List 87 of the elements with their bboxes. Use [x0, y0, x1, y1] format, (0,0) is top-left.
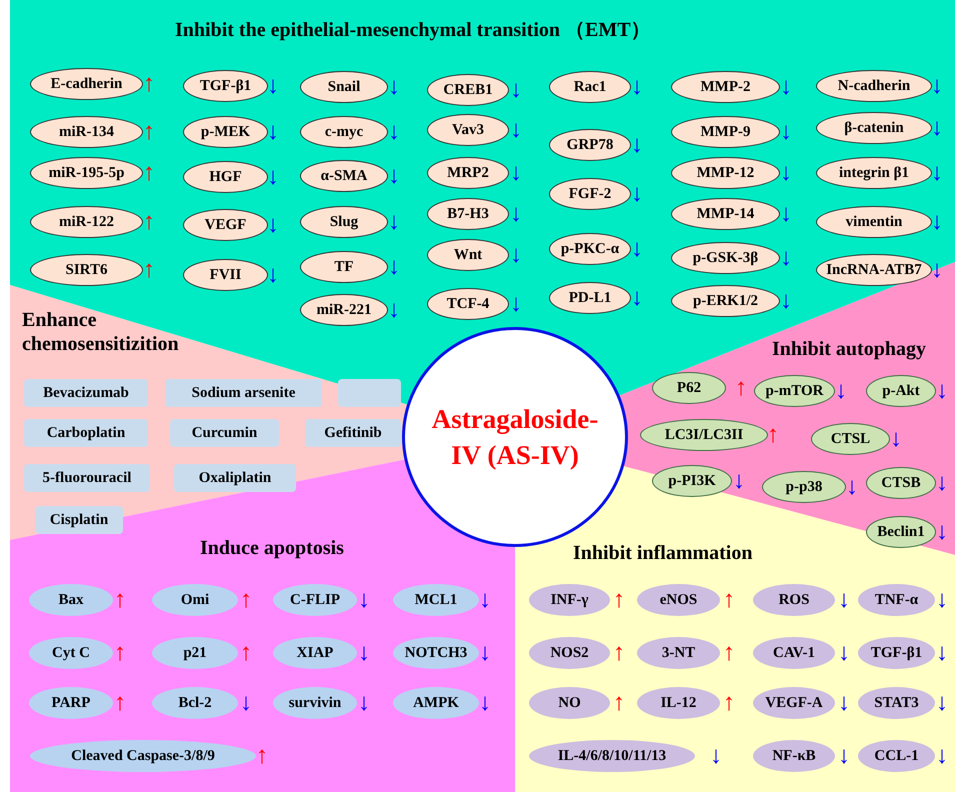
trend-indicator: ↑: [723, 586, 735, 614]
trend-indicator: ↓: [931, 208, 943, 236]
trend-indicator: ↓: [936, 689, 948, 717]
trend-indicator: ↓: [838, 586, 850, 614]
trend-indicator: ↓: [780, 287, 792, 315]
trend-indicator: ↑: [735, 374, 747, 402]
trend-indicator: ↓: [479, 639, 491, 667]
drug-tag: Cisplatin: [35, 506, 123, 534]
trend-indicator: ↓: [358, 586, 370, 614]
trend-indicator: ↓: [838, 639, 850, 667]
trend-indicator: ↓: [358, 639, 370, 667]
trend-indicator: ↓: [267, 118, 279, 146]
trend-indicator: ↓: [631, 235, 643, 263]
trend-indicator: ↓: [388, 208, 400, 236]
trend-indicator: ↑: [143, 70, 155, 98]
trend-indicator: ↓: [780, 73, 792, 101]
trend-indicator: ↓: [267, 72, 279, 100]
trend-indicator: ↑: [613, 586, 625, 614]
trend-indicator: ↓: [780, 118, 792, 146]
trend-indicator: ↓: [936, 518, 948, 546]
trend-indicator: ↓: [388, 253, 400, 281]
trend-indicator: ↑: [613, 639, 625, 667]
trend-indicator: ↓: [710, 742, 722, 770]
trend-indicator: ↓: [936, 377, 948, 405]
trend-indicator: ↑: [767, 421, 779, 449]
drug-tag: Oxaliplatin: [174, 464, 296, 492]
blank-tag: [338, 379, 401, 407]
trend-indicator: ↓: [931, 72, 943, 100]
trend-indicator: ↓: [267, 261, 279, 289]
sector-title: Induce apoptosis: [200, 536, 344, 560]
trend-indicator: ↑: [143, 118, 155, 146]
trend-indicator: ↓: [931, 114, 943, 142]
trend-indicator: ↓: [631, 131, 643, 159]
trend-indicator: ↓: [510, 116, 522, 144]
trend-indicator: ↑: [114, 639, 126, 667]
sector-title: Enhance chemosensitizition: [22, 308, 180, 356]
trend-indicator: ↓: [510, 76, 522, 104]
trend-indicator: ↑: [723, 639, 735, 667]
sector-title: Inhibit the epithelial-mesenchymal transition （EMT）: [175, 18, 651, 42]
drug-tag: Curcumin: [170, 419, 279, 447]
trend-indicator: ↑: [114, 689, 126, 717]
trend-indicator: ↑: [256, 742, 268, 770]
sector-title: Inhibit autophagy: [772, 337, 926, 361]
trend-indicator: ↓: [733, 467, 745, 495]
trend-indicator: ↓: [267, 211, 279, 239]
trend-indicator: ↓: [510, 241, 522, 269]
trend-indicator: ↓: [358, 689, 370, 717]
trend-indicator: ↑: [143, 208, 155, 236]
trend-indicator: ↑: [240, 639, 252, 667]
trend-indicator: ↓: [631, 73, 643, 101]
trend-indicator: ↓: [510, 200, 522, 228]
drug-tag: Bevacizumab: [24, 379, 148, 407]
trend-indicator: ↓: [510, 159, 522, 187]
trend-indicator: ↓: [780, 200, 792, 228]
trend-indicator: ↓: [631, 180, 643, 208]
trend-indicator: ↓: [780, 244, 792, 272]
trend-indicator: ↑: [240, 586, 252, 614]
trend-indicator: ↓: [267, 163, 279, 191]
trend-indicator: ↓: [936, 469, 948, 497]
trend-indicator: ↓: [936, 586, 948, 614]
trend-indicator: ↓: [846, 473, 858, 501]
trend-indicator: ↓: [240, 689, 252, 717]
trend-indicator: ↓: [835, 377, 847, 405]
trend-indicator: ↓: [388, 162, 400, 190]
trend-indicator: ↓: [510, 290, 522, 318]
trend-indicator: ↑: [143, 159, 155, 187]
drug-tag: 5-fluorouracil: [24, 464, 150, 492]
trend-indicator: ↓: [388, 118, 400, 146]
trend-indicator: ↓: [631, 284, 643, 312]
trend-indicator: ↓: [931, 159, 943, 187]
trend-indicator: ↑: [723, 689, 735, 717]
trend-indicator: ↓: [780, 159, 792, 187]
drug-tag: Sodium arsenite: [165, 379, 322, 407]
trend-indicator: ↑: [143, 256, 155, 284]
trend-indicator: ↓: [936, 639, 948, 667]
trend-indicator: ↑: [613, 689, 625, 717]
trend-indicator: ↓: [838, 689, 850, 717]
trend-indicator: ↓: [479, 586, 491, 614]
drug-tag: Carboplatin: [24, 419, 148, 447]
trend-indicator: ↓: [388, 296, 400, 324]
trend-indicator: ↓: [838, 742, 850, 770]
trend-indicator: ↓: [936, 742, 948, 770]
drug-tag: Gefitinib: [305, 419, 401, 447]
trend-indicator: ↓: [388, 73, 400, 101]
trend-indicator: ↑: [114, 586, 126, 614]
trend-indicator: ↓: [479, 689, 491, 717]
trend-indicator: ↓: [890, 425, 902, 453]
